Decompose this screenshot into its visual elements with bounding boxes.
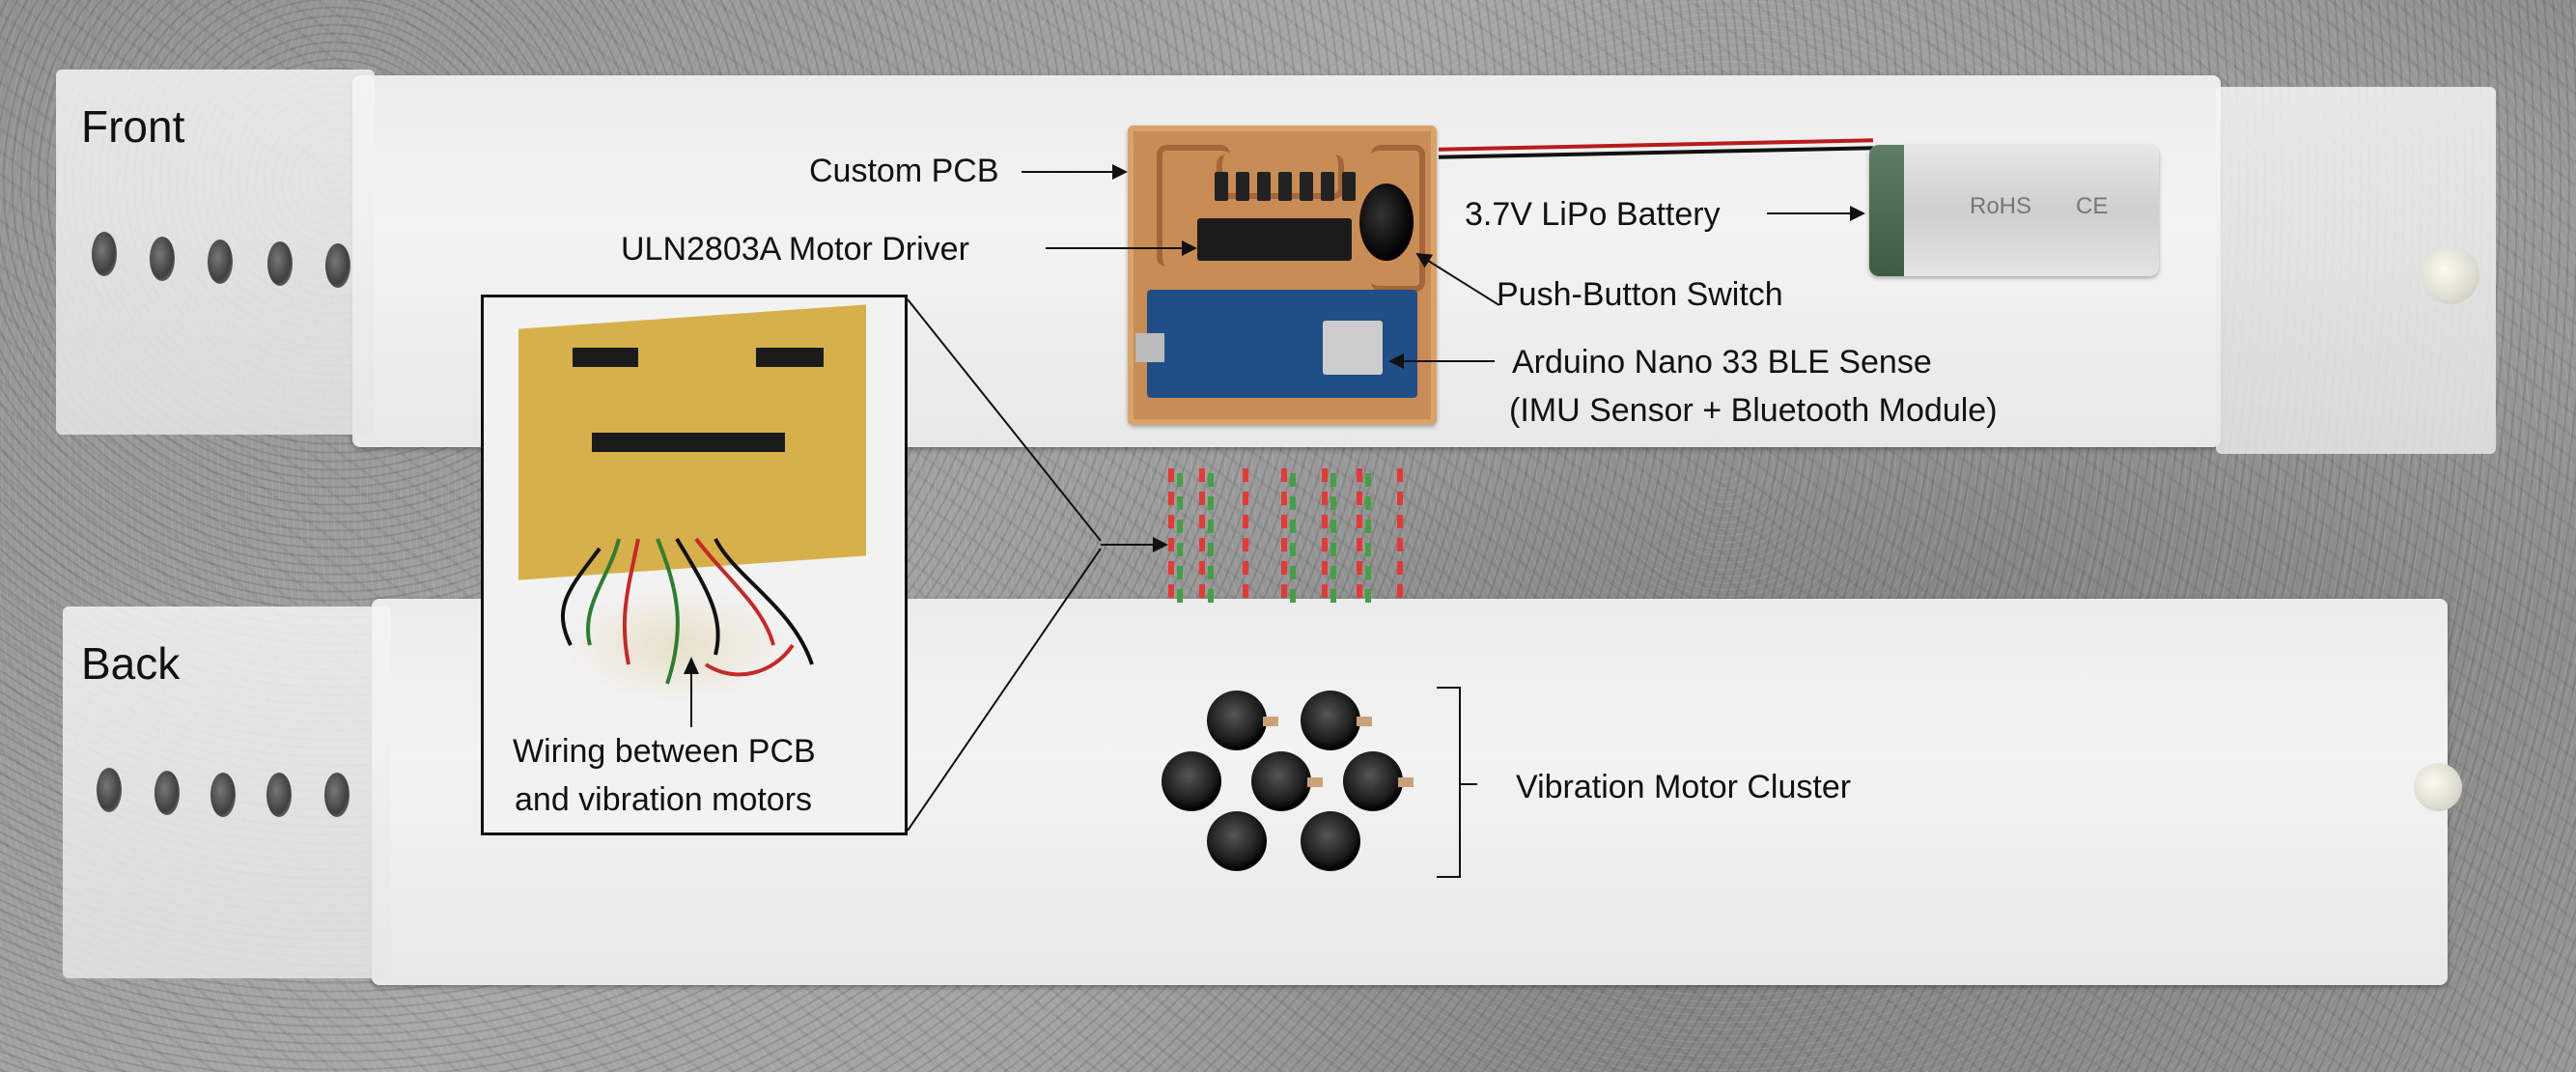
- inset-pointer-line-bottom: [907, 548, 1102, 832]
- strap-hole: [324, 773, 350, 817]
- header-pin: [1215, 172, 1228, 201]
- strap-rivet: [2422, 246, 2479, 304]
- vibration-motor: [1207, 811, 1267, 871]
- vibration-motor: [1207, 691, 1267, 750]
- custom-pcb-label: Custom PCB: [809, 153, 999, 189]
- inset-pointer-arrowhead: [1153, 537, 1168, 552]
- strap-hole: [150, 237, 175, 281]
- motor-tab: [1398, 777, 1414, 787]
- inset-wires: [561, 537, 814, 727]
- strap-hole: [210, 773, 236, 817]
- header-pin: [1236, 172, 1249, 201]
- motor-cluster-bracket: [1437, 687, 1461, 878]
- strap-hole: [97, 768, 122, 812]
- vibration-motor: [1343, 751, 1403, 811]
- bluetooth-module: [1323, 321, 1383, 375]
- battery-label: 3.7V LiPo Battery: [1465, 196, 1721, 233]
- usb-port: [1135, 333, 1164, 362]
- header-pin: [1300, 172, 1313, 201]
- strap-hole: [266, 773, 292, 817]
- inset-pointer-line-top: [907, 298, 1102, 542]
- motor-tab: [1357, 717, 1372, 726]
- inset-arrowhead: [684, 657, 699, 674]
- inset-header-strip: [573, 348, 638, 367]
- header-pin: [1321, 172, 1334, 201]
- motor-tab: [1263, 717, 1278, 726]
- pcb-trace: [1371, 145, 1425, 292]
- strap-hole: [92, 232, 117, 276]
- battery-terminal: [1869, 145, 1904, 276]
- vibration-motor: [1251, 751, 1311, 811]
- wiring-label-line2: and vibration motors: [515, 781, 813, 818]
- front-label: Front: [81, 101, 185, 152]
- vibration-motor: [1162, 751, 1221, 811]
- lipo-battery: [1869, 145, 2159, 276]
- motor-driver-arrow: [1046, 240, 1197, 256]
- vibration-motor: [1301, 691, 1360, 750]
- inset-header-strip: [592, 433, 785, 452]
- pcb-trace: [1157, 145, 1230, 267]
- motor-cluster-label: Vibration Motor Cluster: [1516, 769, 1852, 805]
- motor-tab: [1307, 777, 1323, 787]
- inset-header-strip: [756, 348, 824, 367]
- arduino-label-line2: (IMU Sensor + Bluetooth Module): [1509, 392, 1998, 429]
- strap-hole: [267, 241, 293, 286]
- header-pin: [1257, 172, 1271, 201]
- header-pin: [1278, 172, 1292, 201]
- wiring-label-line1: Wiring between PCB: [513, 733, 816, 770]
- strap-hole: [154, 771, 180, 815]
- strap-rivet: [2414, 763, 2462, 811]
- battery-arrow: [1767, 206, 1865, 221]
- strap-hole: [208, 240, 233, 284]
- header-pin: [1342, 172, 1356, 201]
- ce-mark: CE: [2076, 193, 2109, 219]
- strap-hole: [325, 243, 350, 288]
- custom-pcb-arrow: [1022, 164, 1128, 180]
- arduino-label-line1: Arduino Nano 33 BLE Sense: [1512, 344, 1932, 381]
- push-button-switch: [1359, 183, 1414, 261]
- rohs-mark: RoHS: [1970, 193, 2032, 219]
- uln2803a-chip: [1197, 218, 1352, 261]
- wiring-inset-photo: Wiring between PCB and vibration motors: [481, 295, 908, 835]
- motor-driver-label: ULN2803A Motor Driver: [621, 231, 969, 268]
- vibration-motor: [1301, 811, 1360, 871]
- arduino-arrow: [1388, 353, 1495, 369]
- push-button-label: Push-Button Switch: [1497, 276, 1783, 313]
- back-label: Back: [81, 638, 181, 689]
